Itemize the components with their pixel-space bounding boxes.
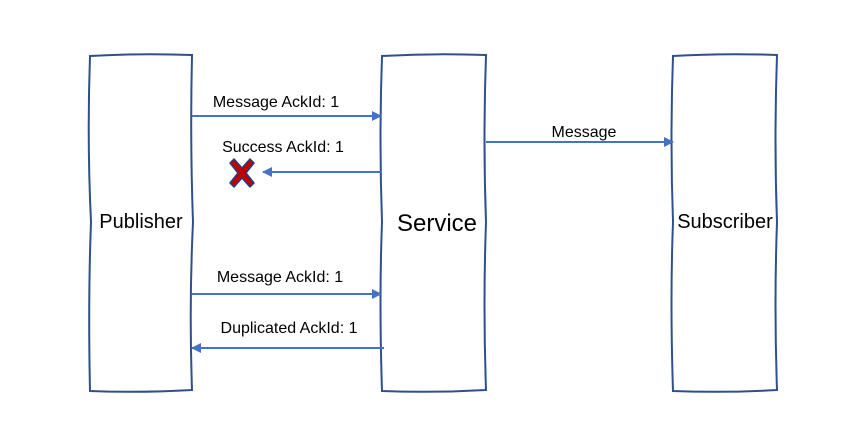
subscriber-box: Subscriber	[670, 53, 779, 393]
message-4: Message AckId: 1	[192, 269, 382, 299]
message-1: Message AckId: 1	[192, 94, 382, 121]
message-2: Success AckId: 1	[222, 139, 382, 177]
service-label: Service	[397, 210, 477, 237]
subscriber-label: Subscriber	[677, 211, 773, 233]
service-box: Service	[379, 53, 488, 393]
message-5: Duplicated AckId: 1	[191, 320, 384, 353]
message-3: Message	[486, 124, 674, 147]
message-1-label: Message AckId: 1	[213, 94, 339, 111]
message-4-label: Message AckId: 1	[217, 269, 343, 286]
red-x-cross-icon	[229, 158, 255, 188]
publisher-box: Publisher	[87, 53, 195, 393]
message-5-label: Duplicated AckId: 1	[221, 320, 358, 337]
message-2-label: Success AckId: 1	[222, 139, 344, 156]
message-3-label: Message	[552, 124, 617, 141]
publisher-label: Publisher	[99, 211, 183, 233]
